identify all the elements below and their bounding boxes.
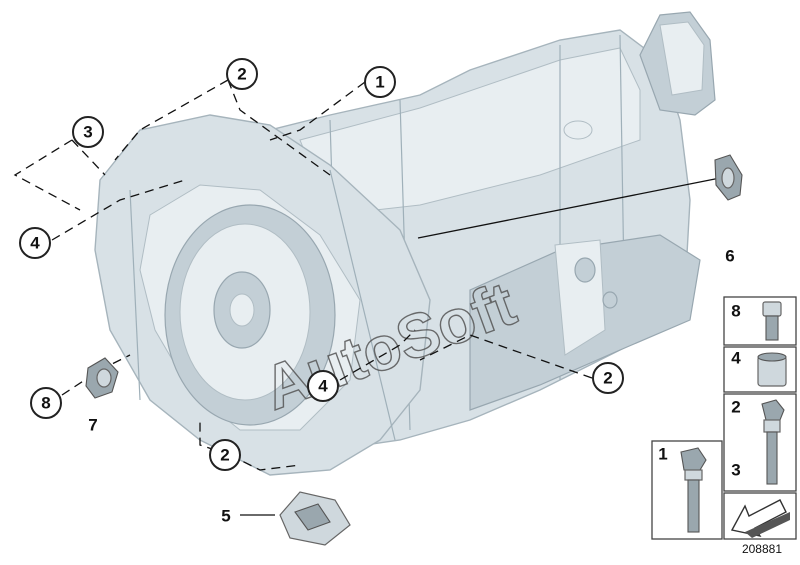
panel-label-4: 4 xyxy=(731,349,741,368)
callout-3-label: 3 xyxy=(83,123,92,142)
panel-bolt-2-icon xyxy=(761,399,785,485)
panel-label-1: 1 xyxy=(658,445,667,464)
panel-label-2: 2 xyxy=(731,398,740,417)
callout-2-right-label: 2 xyxy=(603,369,612,388)
transmission-housing xyxy=(94,11,716,476)
callout-2-right[interactable]: 2 xyxy=(592,362,624,394)
panel-bushing-icon xyxy=(757,352,787,387)
label-7: 7 xyxy=(88,416,97,435)
panel-screw-icon xyxy=(762,301,782,341)
direction-arrow-icon xyxy=(730,499,790,538)
callout-3[interactable]: 3 xyxy=(72,116,104,148)
label-6: 6 xyxy=(725,247,734,266)
label-5: 5 xyxy=(221,507,230,526)
panel-bolt-1-icon xyxy=(680,447,707,533)
callout-2-bottom[interactable]: 2 xyxy=(209,439,241,471)
callout-8[interactable]: 8 xyxy=(30,387,62,419)
callout-4-bottom-label: 4 xyxy=(318,377,328,396)
callout-1-label: 1 xyxy=(375,73,384,92)
part-7-plug xyxy=(85,357,119,399)
callout-4-left[interactable]: 4 xyxy=(19,227,51,259)
panel-label-3: 3 xyxy=(731,461,740,480)
panel-label-8: 8 xyxy=(731,302,740,321)
diagram-reference-number: 208881 xyxy=(742,542,782,556)
callout-2-bottom-label: 2 xyxy=(220,446,229,465)
callout-2-top[interactable]: 2 xyxy=(226,58,258,90)
panel-box-8 xyxy=(723,296,797,346)
part-5-bracket xyxy=(279,491,351,546)
callout-4-left-label: 4 xyxy=(30,234,40,253)
part-6-cover xyxy=(714,154,743,201)
leader-lines xyxy=(13,79,721,516)
callout-4-bottom[interactable]: 4 xyxy=(307,370,339,402)
callout-8-label: 8 xyxy=(41,394,50,413)
callout-1[interactable]: 1 xyxy=(364,66,396,98)
callout-2-top-label: 2 xyxy=(237,65,246,84)
parts-panel: 8 4 2 3 1 xyxy=(651,296,797,540)
